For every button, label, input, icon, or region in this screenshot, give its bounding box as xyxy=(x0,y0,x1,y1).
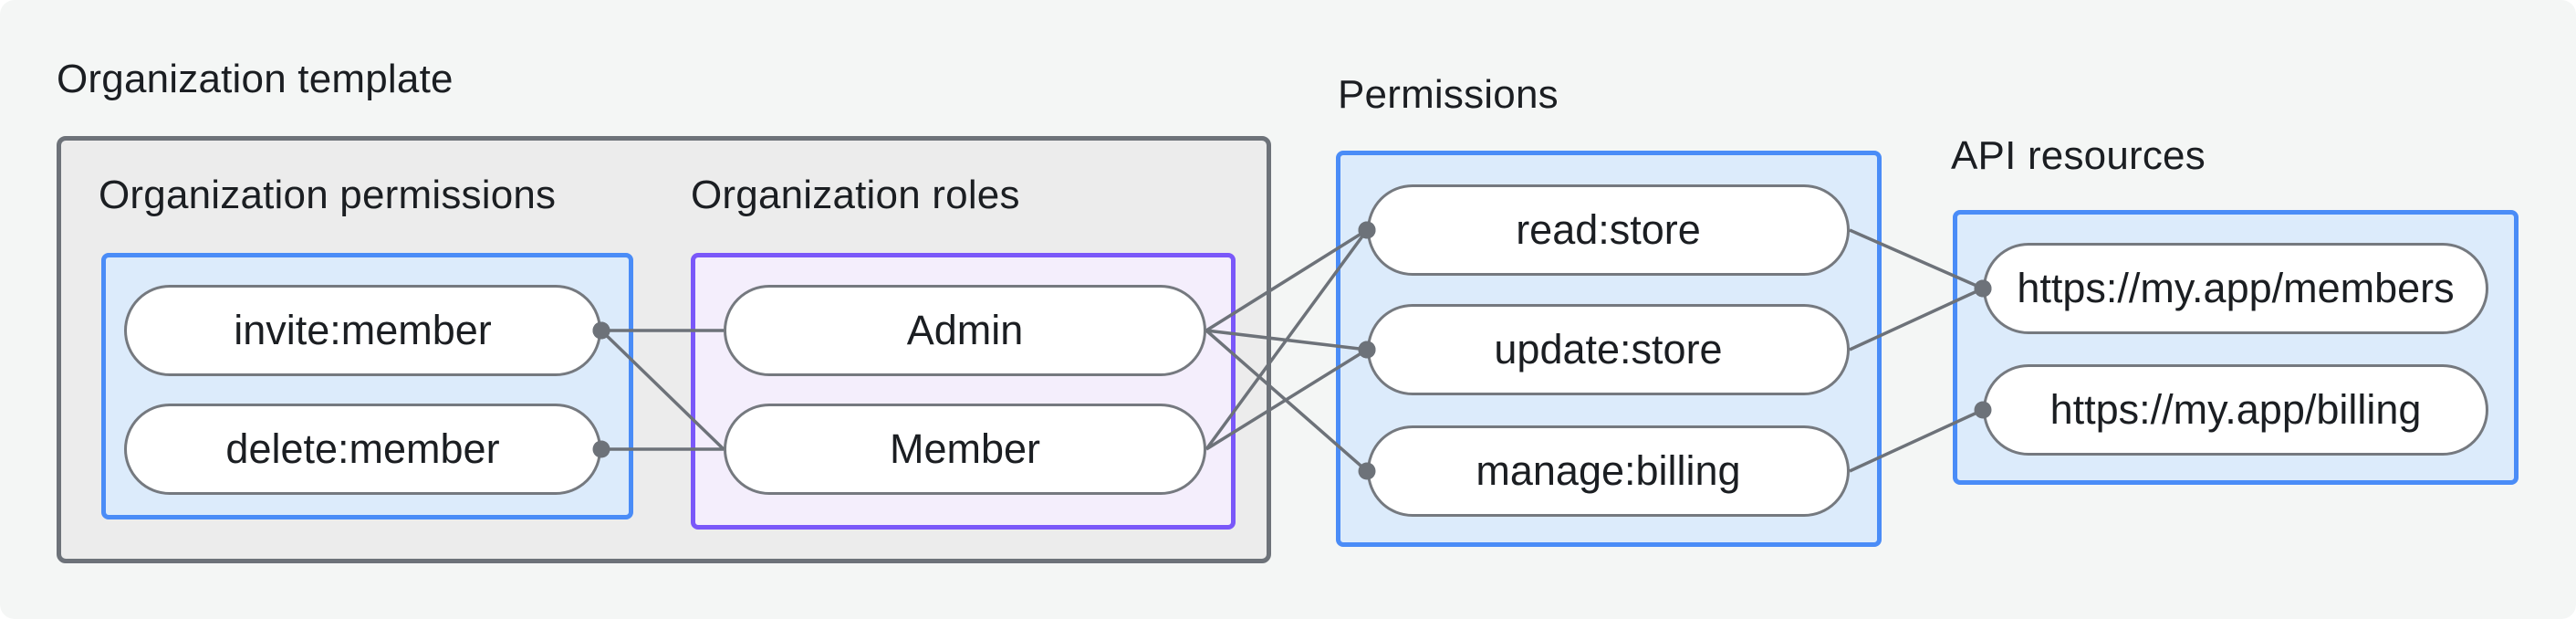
node-delete-member: delete:member xyxy=(124,404,601,495)
node-admin-role: Admin xyxy=(724,285,1206,376)
node-api-members: https://my.app/members xyxy=(1983,243,2488,334)
org-roles-label: Organization roles xyxy=(691,173,1020,217)
node-api-billing: https://my.app/billing xyxy=(1983,364,2488,456)
node-member-role: Member xyxy=(724,404,1206,495)
api-resources-label: API resources xyxy=(1951,133,2206,178)
node-read-store: read:store xyxy=(1367,184,1850,276)
node-update-store: update:store xyxy=(1367,304,1850,395)
permissions-label: Permissions xyxy=(1338,72,1559,117)
org-template-label: Organization template xyxy=(57,57,454,101)
node-invite-member: invite:member xyxy=(124,285,601,376)
org-permissions-label: Organization permissions xyxy=(99,173,557,217)
node-manage-billing: manage:billing xyxy=(1367,425,1850,517)
